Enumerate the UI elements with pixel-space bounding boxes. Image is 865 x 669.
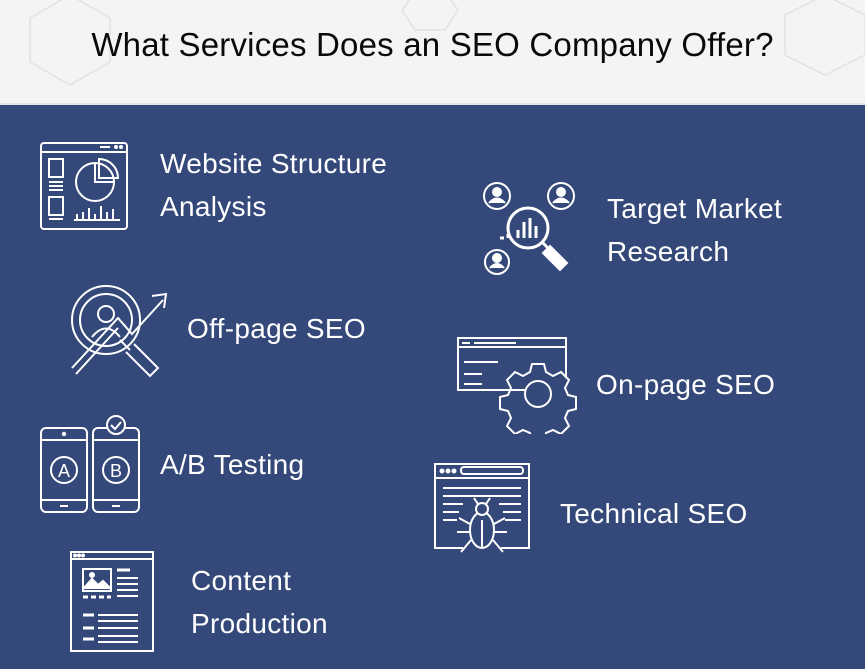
service-target-market-research: Target Market Research: [607, 187, 782, 273]
service-technical-seo: Technical SEO: [560, 492, 748, 535]
ab-phones-icon: A B: [40, 415, 142, 515]
hexagon-decoration: [29, 0, 111, 86]
target-growth-icon: [68, 282, 174, 380]
bug-browser-icon: [433, 462, 533, 562]
hexagon-decoration: [401, 0, 459, 31]
service-off-page-seo: Off-page SEO: [187, 307, 366, 350]
page-settings-icon: [456, 336, 580, 434]
svg-text:A: A: [58, 461, 70, 481]
service-label-line: Off-page SEO: [187, 313, 366, 344]
service-label-line: A/B Testing: [160, 449, 305, 480]
website-analytics-icon: [40, 142, 130, 232]
service-label-line: On-page SEO: [596, 369, 776, 400]
service-ab-testing: A/B Testing: [160, 443, 304, 486]
header: What Services Does an SEO Company Offer?: [0, 0, 865, 105]
service-content-production: Content Production: [191, 559, 328, 645]
service-label-line: Analysis: [160, 191, 267, 222]
market-research-icon: [480, 180, 580, 276]
service-on-page-seo: On-page SEO: [596, 363, 775, 406]
service-label-line: Production: [191, 608, 328, 639]
svg-text:B: B: [110, 461, 122, 481]
page-title: What Services Does an SEO Company Offer?: [91, 26, 774, 63]
service-website-structure-analysis: Website Structure Analysis: [160, 142, 387, 228]
service-label-line: Target Market: [607, 193, 783, 224]
service-label-line: Technical SEO: [560, 498, 748, 529]
hexagon-decoration: [784, 0, 865, 76]
service-label-line: Research: [607, 236, 730, 267]
service-label-line: Content: [191, 565, 292, 596]
service-label-line: Website Structure: [160, 148, 388, 179]
content-page-icon: [70, 551, 154, 653]
